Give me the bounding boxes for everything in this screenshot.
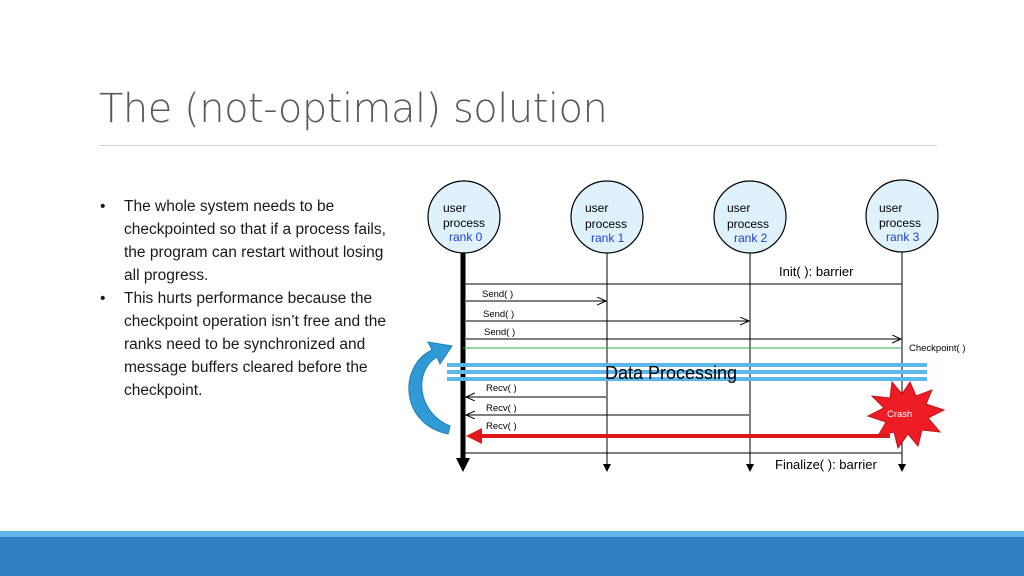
crash-label: Crash xyxy=(887,409,912,420)
rank-label: rank 1 xyxy=(591,231,625,245)
process-label: user xyxy=(443,201,466,215)
data-processing-band xyxy=(447,370,927,374)
lifeline-arrowhead xyxy=(456,458,470,472)
rollback-loop-arrow xyxy=(408,341,453,435)
data-processing-band xyxy=(447,377,927,381)
bullet-list: • The whole system needs to be checkpoin… xyxy=(100,195,400,402)
init-barrier-label: Init( ): barrier xyxy=(779,264,854,279)
restart-arrowhead xyxy=(466,428,482,444)
slide-title: The (not-optimal) solution xyxy=(99,86,608,132)
send-label: Send( ) xyxy=(482,289,513,300)
process-label: process xyxy=(585,217,627,231)
data-processing-band xyxy=(447,363,927,367)
bullet-item: • The whole system needs to be checkpoin… xyxy=(100,195,400,287)
rank-label: rank 0 xyxy=(449,230,483,244)
bullet-marker: • xyxy=(100,198,106,215)
process-label: user xyxy=(585,201,608,215)
recv-label: Recv( ) xyxy=(486,421,517,432)
rank-label: rank 3 xyxy=(886,230,920,244)
bullet-item: • This hurts performance because the che… xyxy=(100,287,400,402)
crash-burst xyxy=(866,380,946,450)
process-label: process xyxy=(879,216,921,230)
recv-label: Recv( ) xyxy=(486,383,517,394)
process-circle-rank-0 xyxy=(427,180,501,254)
process-label: process xyxy=(727,217,769,231)
recv-label: Recv( ) xyxy=(486,403,517,414)
title-divider xyxy=(99,145,937,146)
data-processing-label: Data Processing xyxy=(605,363,737,383)
bullet-text: The whole system needs to be checkpointe… xyxy=(124,198,386,284)
footer-accent-stripe xyxy=(0,531,1024,537)
process-circle-rank-1 xyxy=(570,180,644,254)
process-label: user xyxy=(727,201,750,215)
process-label: process xyxy=(443,216,485,230)
finalize-barrier-label: Finalize( ): barrier xyxy=(775,457,878,472)
rank-label: rank 2 xyxy=(734,231,768,245)
bullet-text: This hurts performance because the check… xyxy=(124,290,386,399)
lifeline-arrowhead xyxy=(603,464,611,472)
footer-band xyxy=(0,531,1024,576)
lifeline-arrowhead xyxy=(746,464,754,472)
process-circle-rank-3 xyxy=(865,179,939,253)
sequence-diagram: user process rank 0 user process rank 1 … xyxy=(408,179,966,472)
checkpoint-label: Checkpoint( ) xyxy=(909,343,966,354)
process-label: user xyxy=(879,201,902,215)
bullet-marker: • xyxy=(100,290,106,307)
send-label: Send( ) xyxy=(483,309,514,320)
process-circle-rank-2 xyxy=(713,180,787,254)
send-label: Send( ) xyxy=(484,327,515,338)
lifeline-arrowhead xyxy=(898,464,906,472)
